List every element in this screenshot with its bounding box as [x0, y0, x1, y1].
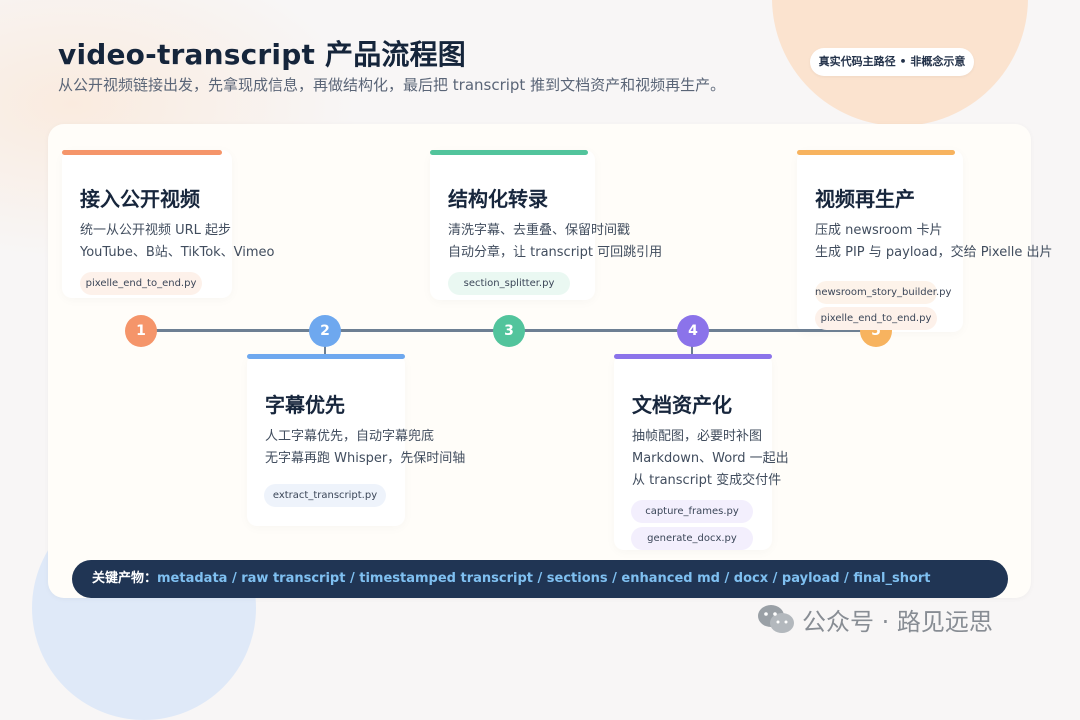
step-4-line-2: Markdown、Word 一起出 [632, 451, 789, 466]
step-3-node: 3 [493, 315, 525, 347]
step-5-line-2: 生成 PIP 与 payload，交给 Pixelle 出片 [815, 245, 1053, 260]
step-1-chip-1: pixelle_end_to_end.py [80, 272, 202, 295]
step-2-node: 2 [309, 315, 341, 347]
step-4-node: 4 [677, 315, 709, 347]
step-3-chip-1: section_splitter.py [448, 272, 570, 295]
step-3-accent [430, 150, 588, 155]
step-1-node: 1 [125, 315, 157, 347]
step-2-chip-1: extract_transcript.py [264, 484, 386, 507]
step-1-accent [62, 150, 222, 155]
step-5-chip-1: newsroom_story_builder.py [815, 281, 951, 304]
step-5-title: 视频再生产 [815, 187, 915, 211]
step-2-line-2: 无字幕再跑 Whisper，先保时间轴 [265, 451, 466, 466]
step-1-title: 接入公开视频 [80, 187, 200, 211]
step-4-title: 文档资产化 [632, 393, 732, 417]
step-1-line-1: 统一从公开视频 URL 起步 [80, 223, 232, 238]
step-2-title: 字幕优先 [265, 393, 345, 417]
step-4-accent [614, 354, 772, 359]
step-2-accent [247, 354, 405, 359]
step-3-line-2: 自动分章，让 transcript 可回跳引用 [448, 245, 663, 260]
page-subtitle: 从公开视频链接出发，先拿现成信息，再做结构化，最后把 transcript 推到… [58, 76, 726, 94]
key-artifacts-bar: 关键产物：metadata / raw transcript / timesta… [72, 560, 1008, 598]
step-4-chip-2: generate_docx.py [631, 527, 753, 550]
key-artifacts-label: 关键产物： [92, 571, 158, 586]
step-1-line-2: YouTube、B站、TikTok、Vimeo [80, 245, 275, 260]
step-5-line-1: 压成 newsroom 卡片 [815, 223, 943, 238]
mode-badge: 真实代码主路径 • 非概念示意 [810, 48, 974, 76]
step-5-accent [797, 150, 955, 155]
step-4-line-3: 从 transcript 变成交付件 [632, 473, 782, 488]
step-3-title: 结构化转录 [448, 187, 548, 211]
watermark-text: 公众号 · 路见远思 [802, 608, 993, 636]
key-artifacts-value: metadata / raw transcript / timestamped … [157, 571, 931, 586]
page-title: video-transcript 产品流程图 [58, 38, 467, 71]
step-4-line-1: 抽帧配图，必要时补图 [632, 429, 763, 444]
wechat-icon [756, 604, 796, 638]
step-5-chip-2: pixelle_end_to_end.py [815, 307, 937, 330]
step-2-line-1: 人工字幕优先，自动字幕兜底 [265, 429, 435, 444]
step-4-chip-1: capture_frames.py [631, 500, 753, 523]
step-3-line-1: 清洗字幕、去重叠、保留时间戳 [448, 223, 631, 238]
